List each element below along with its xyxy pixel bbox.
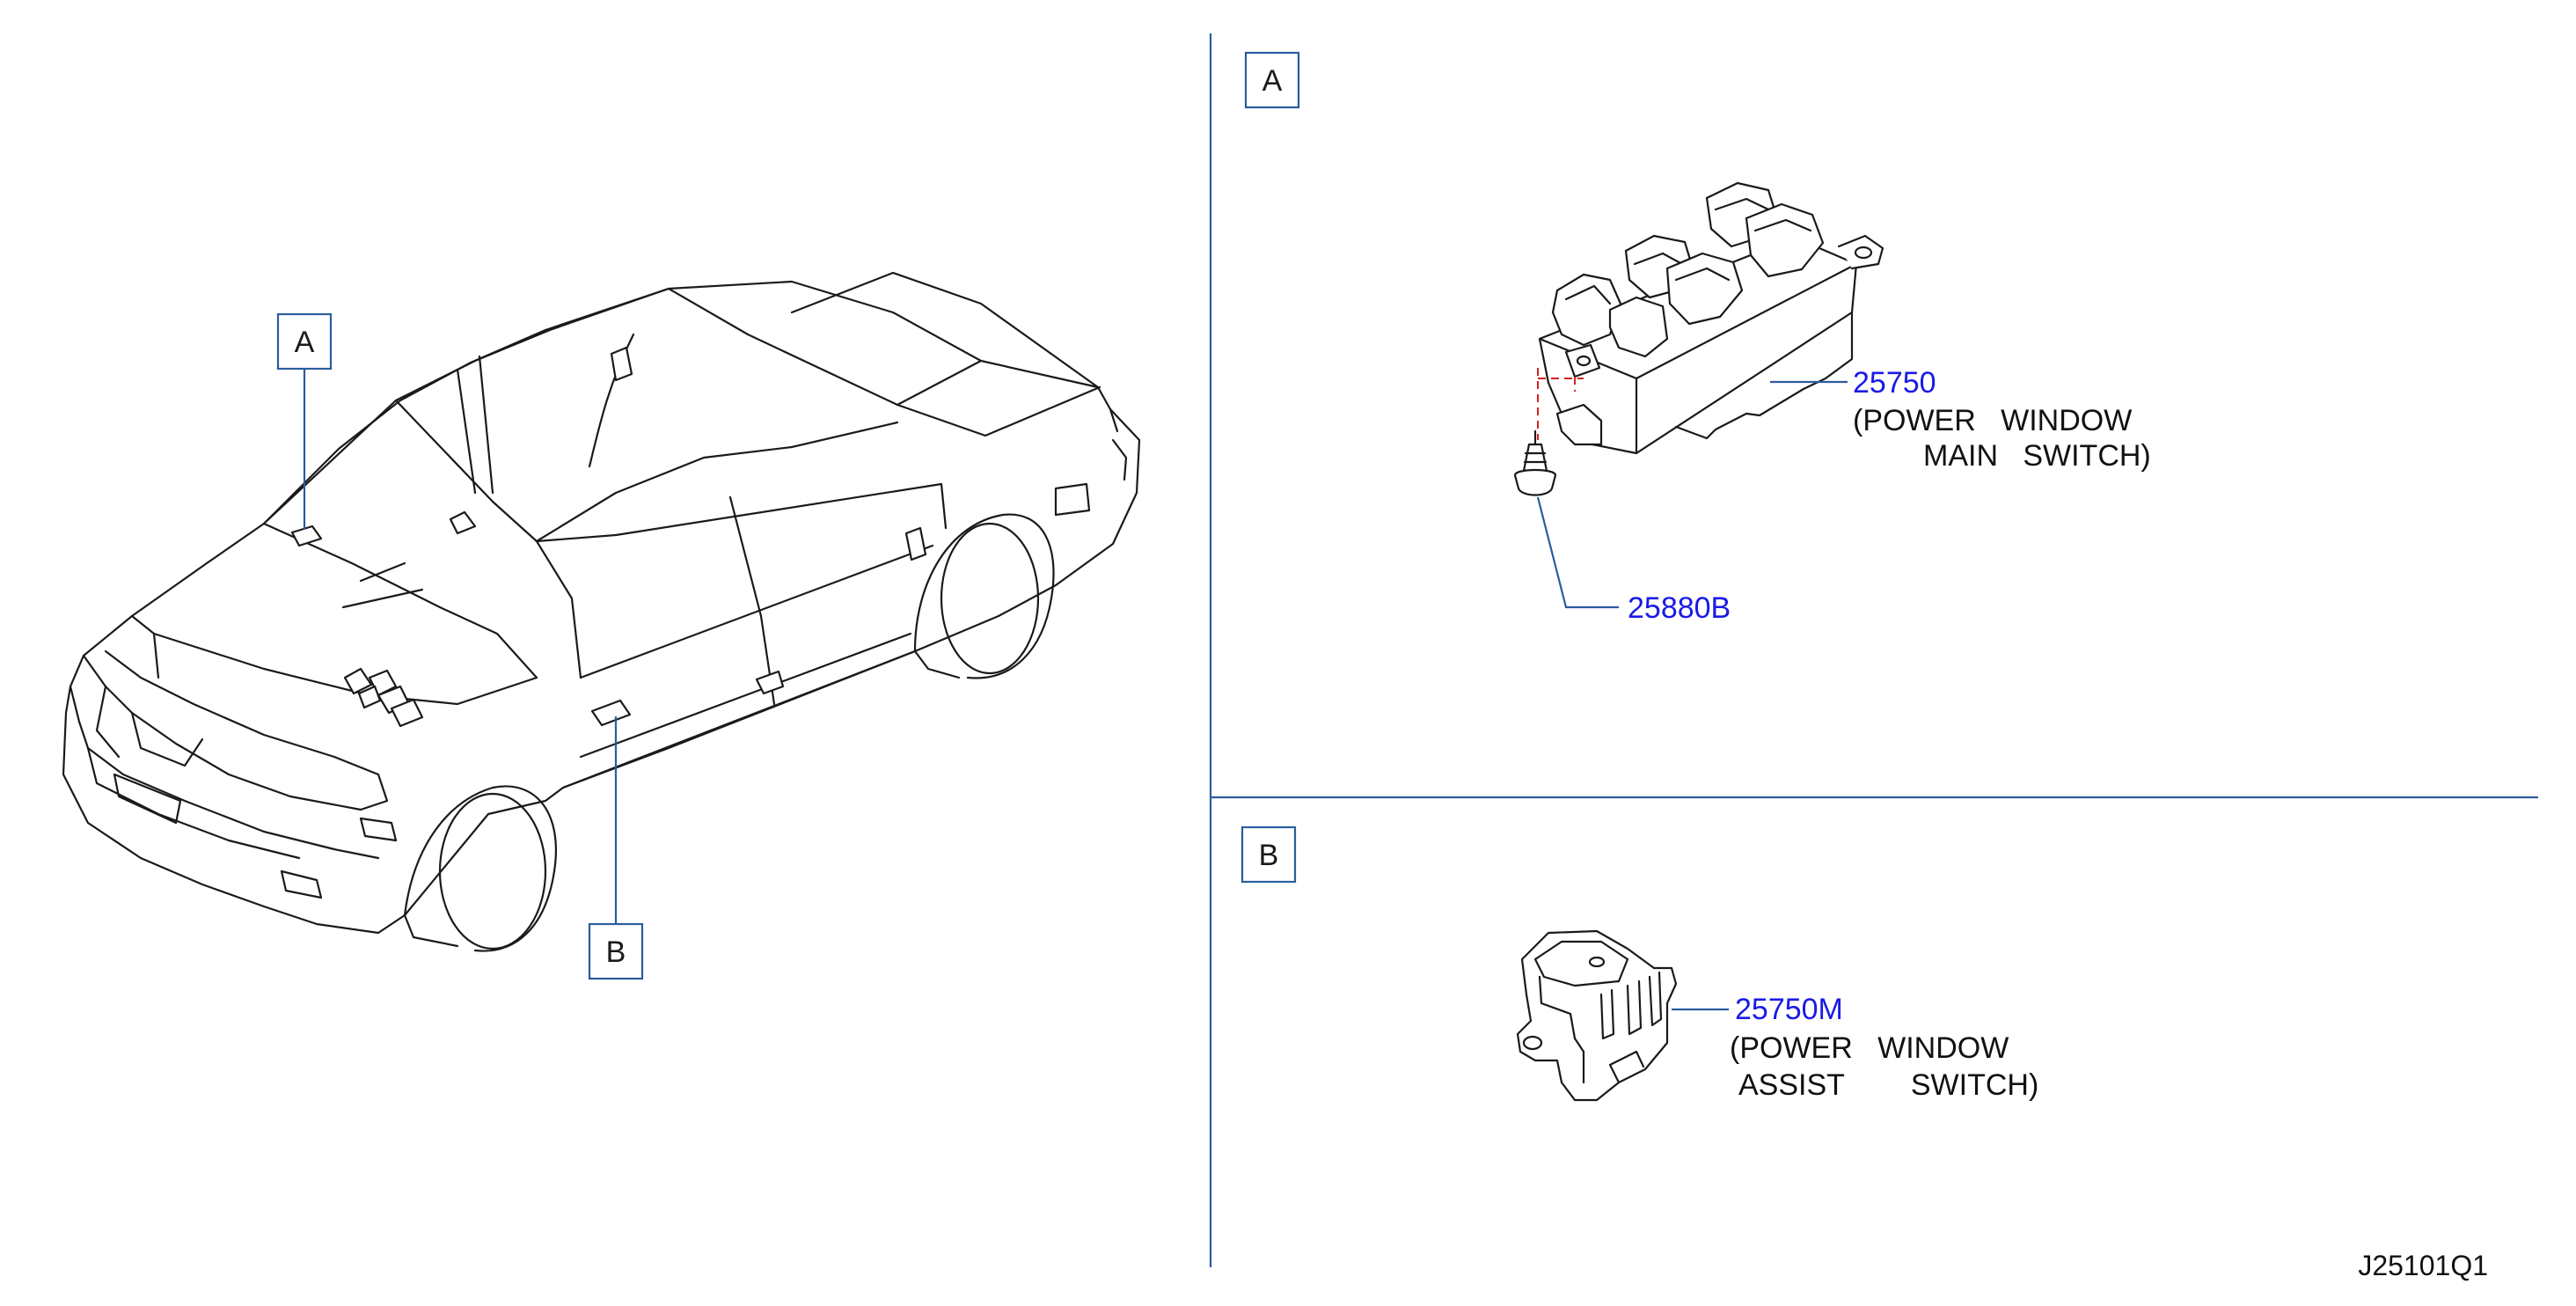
svg-text:B: B <box>606 935 626 969</box>
car-callout-b: B <box>588 716 644 980</box>
diagram-code: J25101Q1 <box>2358 1250 2488 1281</box>
part-desc-25750-line2: MAIN SWITCH) <box>1923 439 2151 473</box>
part-number-25880b[interactable]: 25880B <box>1628 591 1731 625</box>
leader-25880b <box>1536 496 1619 609</box>
section-a-label: A <box>1244 51 1300 109</box>
section-b-label: B <box>1240 825 1297 884</box>
part-desc-25750m-line1: (POWER WINDOW <box>1730 1031 2009 1065</box>
part-number-25750m[interactable]: 25750M <box>1735 993 1843 1026</box>
power-window-main-switch-drawing <box>1537 181 1884 455</box>
svg-text:A: A <box>1262 64 1283 98</box>
svg-text:B: B <box>1259 839 1279 872</box>
svg-text:A: A <box>295 326 315 359</box>
power-window-assist-switch-drawing <box>1516 929 1678 1102</box>
part-number-25750[interactable]: 25750 <box>1853 366 1936 400</box>
part-desc-25750-line1: (POWER WINDOW <box>1853 404 2132 437</box>
vehicle-illustration <box>62 271 1141 952</box>
car-callout-a: A <box>276 312 333 530</box>
part-desc-25750m-line2: ASSIST SWITCH) <box>1738 1068 2038 1102</box>
screw-drawing <box>1513 429 1557 496</box>
